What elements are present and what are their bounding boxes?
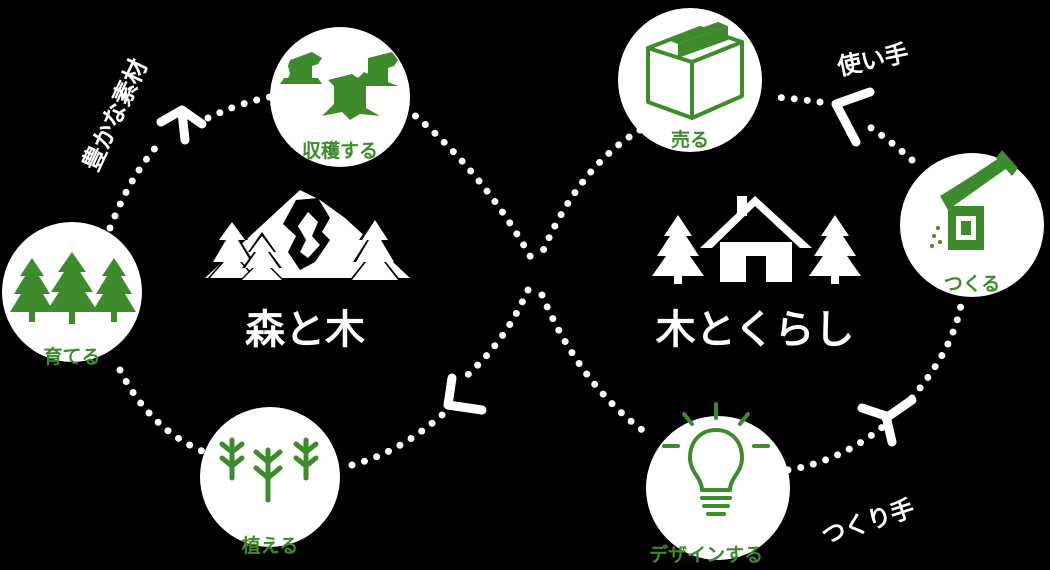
lightbulb-icon xyxy=(662,402,770,516)
left-forest-tree-3 xyxy=(348,216,402,282)
left-cycle-title: 森と木 xyxy=(245,307,365,353)
node-plant-label: 植える xyxy=(242,534,298,557)
plane-tool-icon xyxy=(930,150,1018,250)
side-label-maker-group: つくり手 xyxy=(818,494,918,550)
node-grow-label: 育てる xyxy=(43,345,100,368)
mountain-forest-icon xyxy=(205,190,410,282)
path-grow-to-plant xyxy=(116,366,216,459)
path-cross-to-arrow-left xyxy=(458,286,532,384)
left-forest-tree-1 xyxy=(206,218,258,280)
side-label-rich-material: 豊かな素材 xyxy=(77,55,153,176)
path-arrow-to-sell xyxy=(768,93,824,106)
path-sell-to-cross xyxy=(536,126,644,262)
path-arrow-top-to-harvest xyxy=(204,93,274,122)
node-make-label: つくる xyxy=(944,273,1001,295)
side-label-user-group: 使い手 xyxy=(834,39,911,82)
path-make-to-arrow xyxy=(858,118,916,164)
right-tree-right xyxy=(809,215,861,284)
path-grow-to-arrow-top xyxy=(106,136,166,232)
side-label-user: 使い手 xyxy=(834,39,911,82)
arrow-to-make-stem xyxy=(881,395,917,423)
side-label-maker: つくり手 xyxy=(818,494,918,550)
node-harvest: 収穫する xyxy=(270,27,410,167)
conifer-trees-icon xyxy=(10,252,136,324)
node-sell-label: 売る xyxy=(671,128,709,151)
path-arrow-to-make xyxy=(908,296,966,402)
arrow-to-harvest-tail xyxy=(177,107,190,145)
house-icon xyxy=(700,196,812,282)
cardboard-box-icon xyxy=(646,22,744,120)
node-sell: 売る xyxy=(618,8,762,152)
house-trees-icon xyxy=(652,196,861,284)
node-design-label: デザインする xyxy=(649,543,763,566)
arrow-to-sell xyxy=(831,87,875,147)
arrow-to-plant xyxy=(443,373,487,415)
node-harvest-label: 収穫する xyxy=(302,139,378,162)
seedlings-icon xyxy=(219,437,319,503)
right-tree-left xyxy=(652,215,704,284)
path-design-to-arrow xyxy=(784,421,889,474)
node-grow: 育てる xyxy=(2,222,142,368)
side-label-rich-material-group: 豊かな素材 xyxy=(77,55,153,176)
node-plant: 植える xyxy=(200,407,340,557)
path-cross-to-design xyxy=(538,291,649,436)
right-cycle-title: 木とくらし xyxy=(656,307,855,353)
tree-stumps-icon xyxy=(280,52,398,120)
path-plant-to-arrow xyxy=(348,404,454,469)
path-harvest-to-cross xyxy=(391,96,539,269)
node-make: つくる xyxy=(900,150,1044,297)
left-forest-tree-2 xyxy=(238,232,286,282)
node-design: デザインする xyxy=(646,402,790,566)
